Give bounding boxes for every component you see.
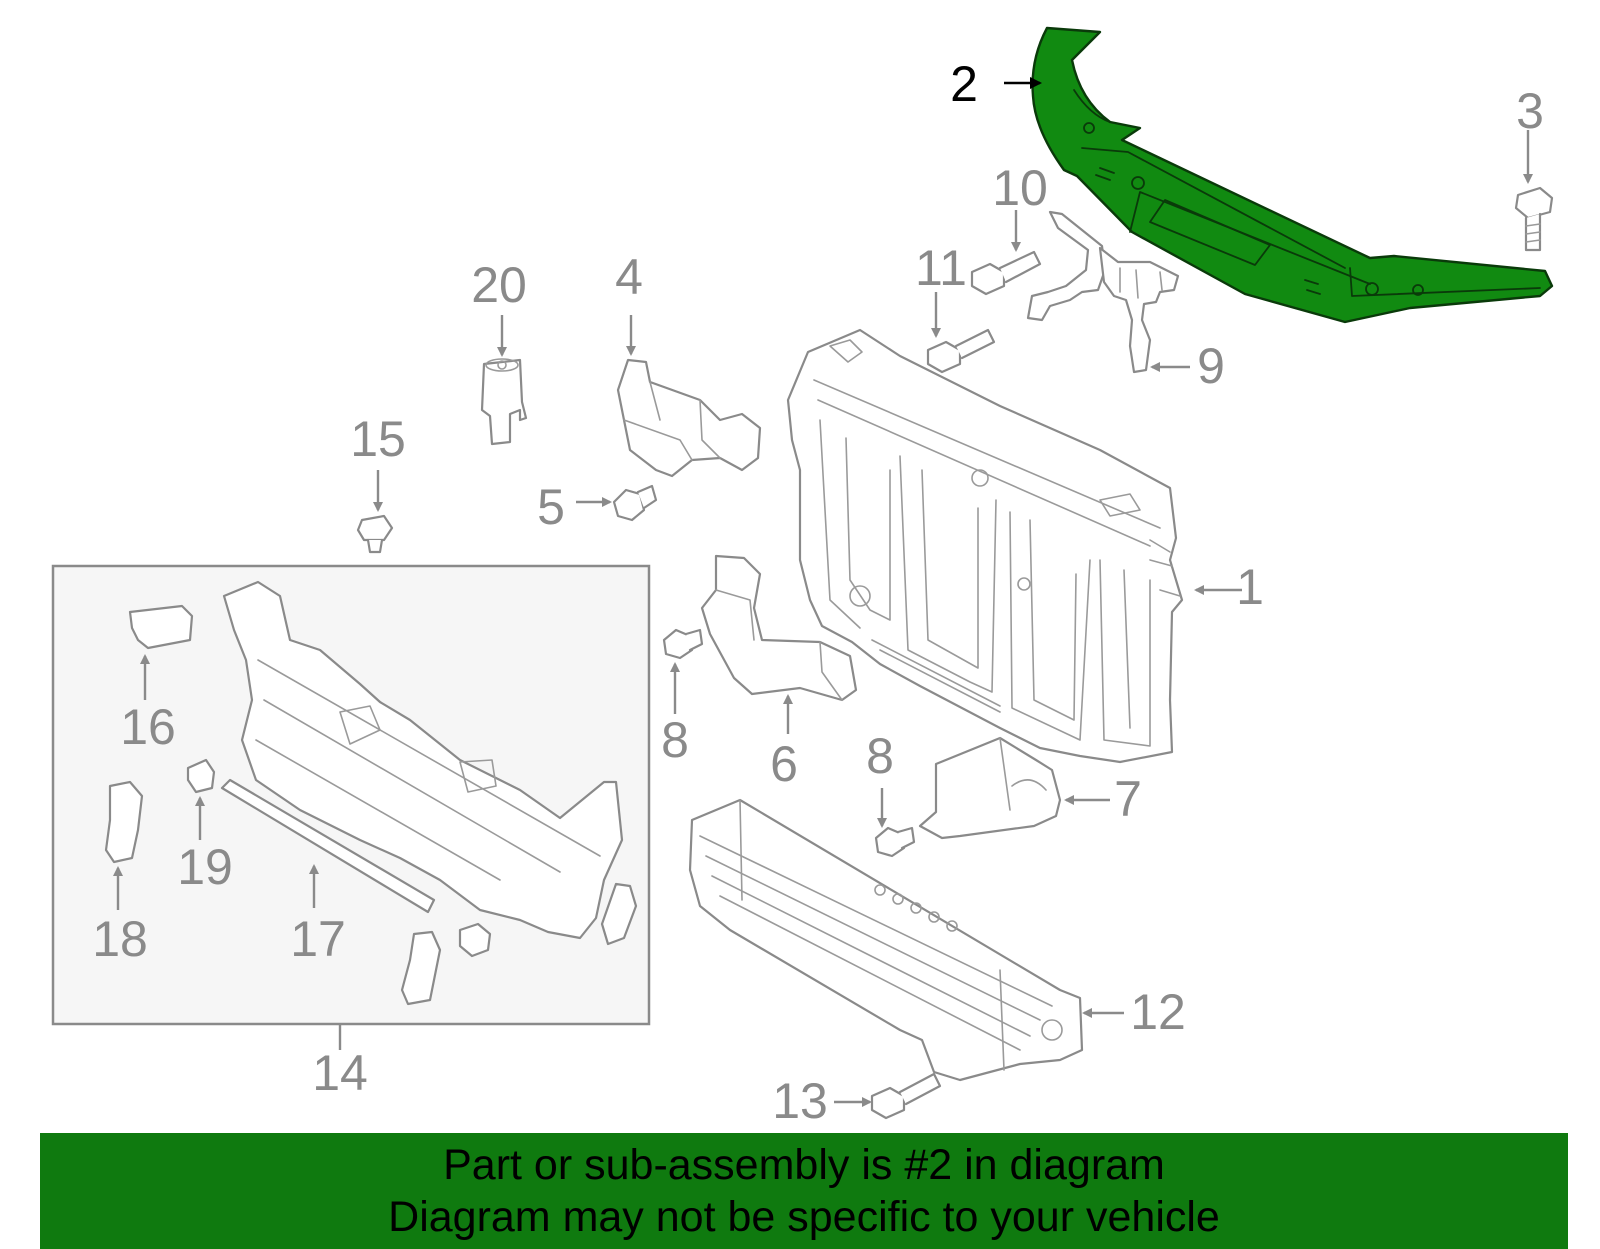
part-14-lower-brackets[interactable] [400,882,638,1006]
part-18-bracket[interactable] [104,780,144,864]
callout-17[interactable]: 17 [290,911,346,967]
part-11-bolt[interactable] [926,250,1042,374]
part-6-air-duct[interactable] [700,554,858,702]
part-20-sensor[interactable] [480,358,528,446]
banner-line-1: Part or sub-assembly is #2 in diagram [443,1141,1165,1189]
part-3-bolt[interactable] [1514,186,1554,252]
banner-line-2: Diagram may not be specific to your vehi… [388,1193,1220,1241]
part-14-energy-absorber[interactable] [222,580,624,940]
callout-12[interactable]: 12 [1130,984,1186,1040]
callout-5[interactable]: 5 [537,479,565,535]
callout-9[interactable]: 9 [1197,338,1225,394]
info-banner: Part or sub-assembly is #2 in diagram Di… [40,1133,1568,1249]
callout-11[interactable]: 11 [915,240,967,296]
part-7-air-duct[interactable] [918,736,1062,840]
callout-3[interactable]: 3 [1516,83,1544,139]
part-10-bracket[interactable] [1026,210,1107,322]
part-17-strip[interactable] [220,778,436,914]
part-8-pin-b[interactable] [874,826,916,858]
callout-15[interactable]: 15 [350,411,406,467]
part-4-bracket[interactable] [616,358,762,478]
part-5-clip[interactable] [612,484,658,522]
callout-1[interactable]: 1 [1236,559,1264,615]
callout-10[interactable]: 10 [992,160,1048,216]
part-8-pin-a[interactable] [662,628,704,660]
callout-8b[interactable]: 8 [866,728,894,784]
part-9-bracket[interactable] [1098,246,1180,374]
callout-16[interactable]: 16 [120,699,176,755]
part-16-bracket[interactable] [128,604,194,650]
part-13-bolt[interactable] [870,1072,942,1120]
callout-4[interactable]: 4 [615,249,643,305]
callout-13[interactable]: 13 [772,1073,828,1129]
callout-20[interactable]: 20 [471,257,527,313]
part-19-nut[interactable] [186,758,216,794]
callout-6[interactable]: 6 [770,736,798,792]
part-1-radiator-support[interactable] [786,328,1184,764]
part-15-clip[interactable] [356,514,394,554]
callout-7[interactable]: 7 [1114,771,1142,827]
callout-19[interactable]: 19 [177,839,233,895]
part-12-shutter-assembly[interactable] [688,798,1084,1082]
callout-18[interactable]: 18 [92,911,148,967]
callout-8a[interactable]: 8 [661,712,689,768]
callout-2[interactable]: 2 [950,56,978,112]
callout-14[interactable]: 14 [312,1045,368,1101]
